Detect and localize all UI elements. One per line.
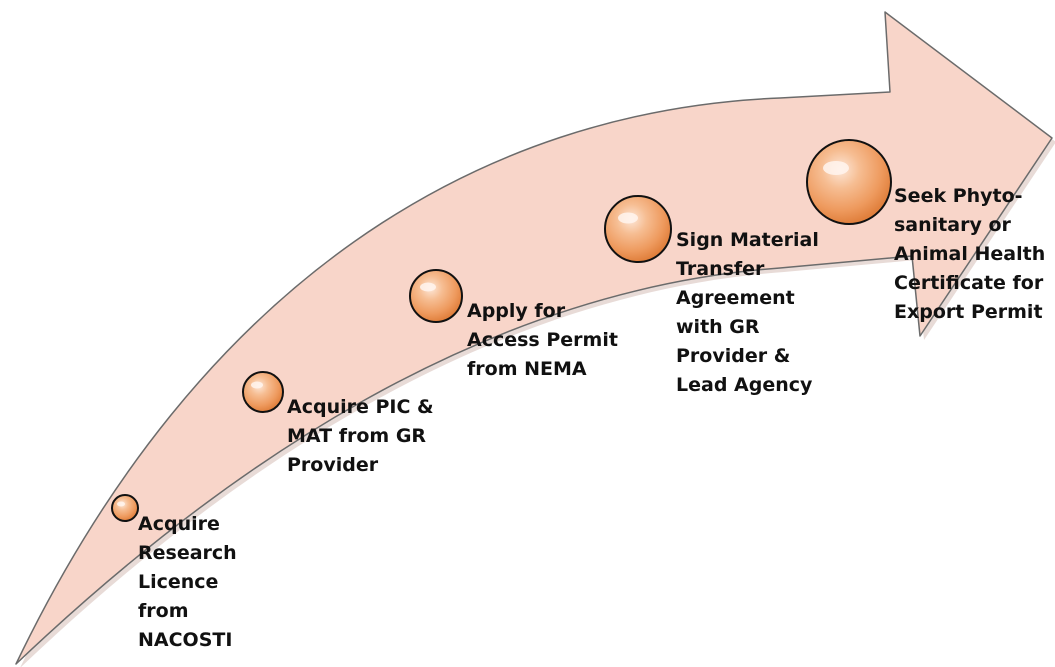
step-label-material-transfer: Sign Material Transfer Agreement with GR…	[676, 229, 819, 396]
step-label-pic-mat: Acquire PIC & MAT from GR Provider	[287, 396, 434, 476]
step-bubble-5	[806, 139, 892, 225]
step-bubble-2	[242, 371, 284, 413]
step-label-export-certificate: Seek Phyto- sanitary or Animal Health Ce…	[894, 185, 1046, 323]
step-bubble-1	[111, 494, 139, 522]
curved-arrow	[15, 11, 1053, 665]
step-label-research-licence: Acquire Research Licence from NACOSTI	[138, 513, 237, 651]
step-bubble-4	[604, 195, 672, 263]
step-label-access-permit: Apply for Access Permit from NEMA	[467, 300, 618, 380]
step-bubble-3	[409, 269, 463, 323]
